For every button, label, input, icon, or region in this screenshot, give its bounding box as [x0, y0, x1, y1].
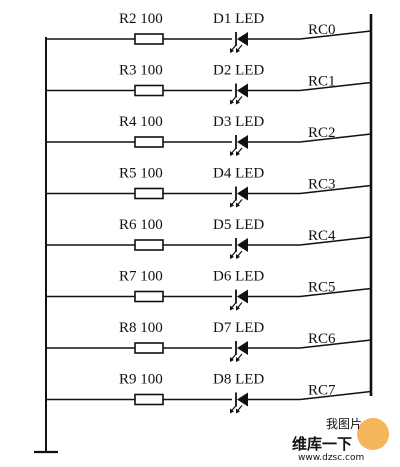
- port-label: RC5: [308, 280, 336, 296]
- led-label: D1 LED: [213, 11, 264, 27]
- watermark-badge-circle: [357, 418, 389, 450]
- led-label: D2 LED: [213, 63, 264, 79]
- emission-arrowhead: [230, 357, 234, 362]
- emission-arrowhead: [236, 99, 240, 105]
- circuit-row: R5 100 D4 LED RC3: [46, 166, 372, 208]
- led-diode: [230, 341, 248, 362]
- led-triangle: [237, 32, 248, 46]
- resistor: [134, 136, 164, 148]
- circuit-row: R8 100 D7 LED RC6: [46, 320, 372, 362]
- emission-arrowhead: [230, 408, 234, 414]
- resistor-label: R9 100: [119, 372, 163, 388]
- led-diode: [230, 186, 248, 208]
- circuit-row: R7 100 D6 LED RC5: [46, 269, 372, 311]
- emission-arrowhead: [230, 151, 234, 156]
- led-label: D5 LED: [213, 217, 264, 233]
- watermark-badge: 我图片: [326, 417, 362, 431]
- led-diode: [230, 32, 248, 53]
- watermark-logo: 我图片 维库一下 www.dzsc.com: [292, 417, 389, 463]
- resistor-label: R6 100: [119, 217, 163, 233]
- led-triangle: [237, 392, 248, 407]
- emission-arrowhead: [230, 254, 234, 259]
- port-label: RC0: [308, 22, 336, 38]
- wire: [299, 81, 372, 92]
- resistor-label: R7 100: [119, 269, 163, 285]
- wire: [299, 184, 372, 195]
- wire: [299, 30, 372, 40]
- port-label: RC4: [308, 228, 336, 244]
- circuit-row: R4 100 D3 LED RC2: [46, 114, 372, 156]
- led-triangle: [237, 83, 248, 98]
- wire: [299, 339, 372, 349]
- led-diode: [230, 238, 248, 259]
- led-diode: [230, 392, 248, 414]
- resistor-label: R2 100: [119, 11, 163, 27]
- resistor: [134, 33, 164, 45]
- led-triangle: [237, 135, 248, 149]
- led-triangle: [237, 289, 248, 304]
- circuit-row: R2 100 D1 LED RC0: [46, 11, 372, 53]
- emission-arrowhead: [236, 357, 240, 362]
- resistor: [134, 239, 164, 251]
- led-label: D7 LED: [213, 320, 264, 336]
- led-triangle: [237, 341, 248, 355]
- led-diode: [230, 83, 248, 105]
- circuit-row: R3 100 D2 LED RC1: [46, 63, 372, 105]
- resistor-label: R8 100: [119, 320, 163, 336]
- watermark-url: www.dzsc.com: [298, 453, 364, 462]
- wire: [299, 287, 372, 298]
- port-label: RC7: [308, 383, 336, 399]
- emission-arrowhead: [236, 48, 240, 53]
- resistor-label: R4 100: [119, 114, 163, 130]
- emission-arrowhead: [230, 202, 234, 208]
- led-label: D6 LED: [213, 269, 264, 285]
- emission-arrowhead: [236, 202, 240, 208]
- emission-arrowhead: [230, 99, 234, 105]
- led-label: D3 LED: [213, 114, 264, 130]
- resistor: [134, 342, 164, 354]
- wire: [299, 390, 372, 401]
- watermark-brand: 维库一下: [292, 435, 352, 453]
- port-label: RC1: [308, 74, 336, 90]
- led-diode: [230, 135, 248, 156]
- emission-arrowhead: [230, 305, 234, 311]
- led-diode: [230, 289, 248, 311]
- circuit-row: R6 100 D5 LED RC4: [46, 217, 372, 259]
- resistor: [134, 290, 164, 303]
- led-triangle: [237, 186, 248, 201]
- emission-arrowhead: [230, 48, 234, 53]
- emission-arrowhead: [236, 254, 240, 259]
- circuit-rows: R2 100 D1 LED RC0 R3 100 D2 LED RC1 R4 100 D3 L…: [46, 11, 372, 414]
- wire: [299, 236, 372, 246]
- resistor: [134, 187, 164, 200]
- led-label: D8 LED: [213, 372, 264, 388]
- wire: [299, 133, 372, 143]
- resistor-label: R5 100: [119, 166, 163, 182]
- port-label: RC3: [308, 177, 336, 193]
- resistor-label: R3 100: [119, 63, 163, 79]
- emission-arrowhead: [236, 408, 240, 414]
- resistor: [134, 393, 164, 406]
- port-label: RC6: [308, 331, 336, 347]
- port-label: RC2: [308, 125, 336, 141]
- led-label: D4 LED: [213, 166, 264, 182]
- emission-arrowhead: [236, 151, 240, 156]
- led-triangle: [237, 238, 248, 252]
- resistor: [134, 84, 164, 97]
- circuit-row: R9 100 D8 LED RC7: [46, 372, 372, 414]
- emission-arrowhead: [236, 305, 240, 311]
